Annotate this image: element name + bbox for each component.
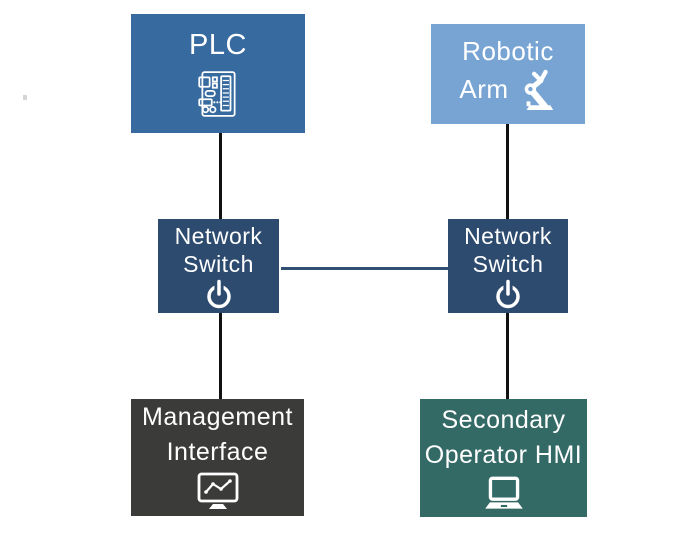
power-icon (206, 279, 231, 309)
edge-network-switch-left-management-interface (219, 313, 222, 399)
stray-mark (23, 95, 27, 100)
node-network-switch-right-label-line1: Network (464, 222, 552, 249)
edge-robotic-arm-network-switch-right (506, 123, 509, 219)
node-management-interface-label-line1: Management (142, 403, 293, 431)
node-network-switch-right: Network Switch (448, 219, 568, 313)
node-network-switch-left: Network Switch (158, 219, 279, 313)
node-network-switch-left-label-line2: Switch (183, 251, 254, 277)
power-icon (496, 279, 520, 309)
laptop-icon (484, 476, 523, 509)
node-management-interface-label-line2: Interface (166, 437, 269, 466)
node-robotic-arm: Robotic Arm (431, 24, 585, 124)
circuit-board-icon (198, 71, 236, 117)
node-management-interface: Management Interface (131, 399, 304, 516)
node-secondary-operator-hmi-label-line2: Operator HMI (424, 441, 583, 469)
node-robotic-arm-label-line2: Arm (459, 74, 509, 104)
node-plc-label: PLC (189, 28, 247, 61)
node-network-switch-left-label-line1: Network (174, 222, 263, 249)
node-robotic-arm-label-line1: Robotic (462, 36, 554, 67)
edge-plc-network-switch-left (219, 133, 222, 219)
edge-network-switch-right-secondary-operator-hmi (506, 313, 509, 399)
node-secondary-operator-hmi-label-line1: Secondary (441, 405, 566, 434)
edge-network-switch-left-network-switch-right (281, 267, 448, 270)
robotic-arm-icon (524, 69, 553, 110)
monitor-chart-icon (197, 472, 238, 509)
node-secondary-operator-hmi: Secondary Operator HMI (420, 399, 587, 517)
node-plc: PLC (131, 14, 305, 133)
node-network-switch-right-label-line2: Switch (472, 251, 544, 277)
